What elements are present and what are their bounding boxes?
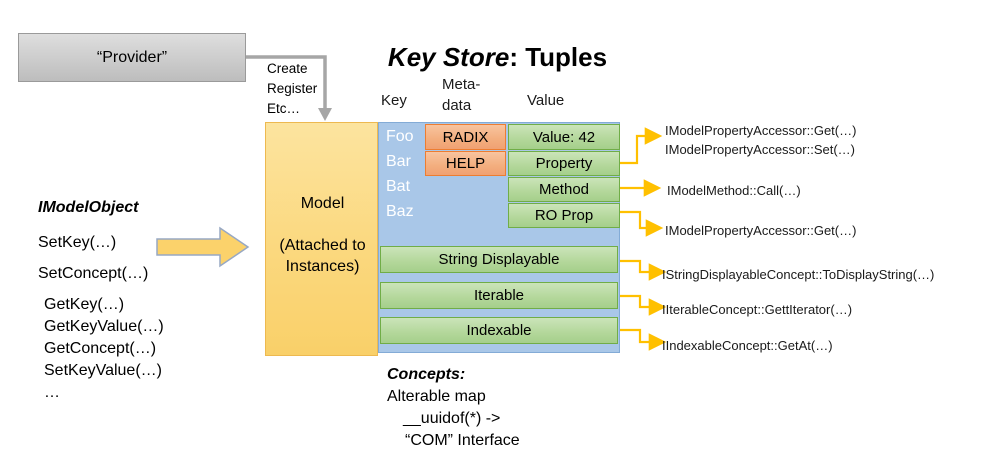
value-cell-property: Property	[508, 151, 620, 176]
value-cell-method: Method	[508, 177, 620, 202]
value-cell-value42: Value: 42	[508, 124, 620, 150]
column-header-value: Value	[527, 92, 565, 109]
diagram-title: Key Store: Tuples	[340, 42, 655, 73]
concepts-note-alterable-map: Alterable map	[387, 388, 486, 405]
method-setkeyvalue: SetKeyValue(…)	[44, 362, 162, 379]
key-foo: Foo	[386, 128, 414, 145]
metadata-cell-help: HELP	[425, 151, 506, 176]
provider-label: “Provider”	[96, 48, 168, 66]
callout-property: IModelPropertyAccessor::Get(…) IModelPro…	[665, 121, 856, 159]
provider-box: “Provider”	[18, 33, 246, 82]
model-box: Model (Attached to Instances)	[265, 122, 378, 356]
column-header-key: Key	[381, 92, 407, 109]
concept-bar-string-displayable: String Displayable	[380, 246, 618, 273]
caption-register: Register	[267, 81, 318, 96]
property-callout-arrow	[618, 127, 663, 165]
method-setconcept: SetConcept(…)	[38, 265, 149, 282]
method-ellipsis: …	[44, 384, 60, 401]
column-header-metadata: Meta- data	[442, 76, 481, 114]
title-tuples: : Tuples	[509, 42, 608, 72]
caption-etc: Etc…	[267, 101, 301, 116]
key-bat: Bat	[386, 178, 411, 195]
method-getkey: GetKey(…)	[44, 296, 125, 313]
concepts-note-title: Concepts:	[387, 366, 466, 383]
provider-arrow-caption: Create Register Etc…	[267, 59, 317, 119]
method-getconcept: GetConcept(…)	[44, 340, 157, 357]
key-bar: Bar	[386, 153, 411, 170]
callout-property-set: IModelPropertyAccessor::Set(…)	[665, 142, 856, 157]
key-baz: Baz	[386, 203, 414, 220]
callout-roprop-get: IModelPropertyAccessor::Get(…)	[665, 223, 857, 238]
callout-property-get: IModelPropertyAccessor::Get(…)	[665, 123, 857, 138]
metadata-cell-radix: RADIX	[425, 124, 506, 150]
callout-string-displayable: IStringDisplayableConcept::ToDisplayStri…	[662, 267, 935, 282]
provider-arrowhead-icon	[318, 108, 332, 121]
string-displayable-callout-arrow	[618, 259, 667, 281]
indexable-callout-arrow	[618, 328, 667, 351]
model-label: Model	[300, 195, 345, 212]
callout-iterable: IIterableConcept::GettIterator(…)	[662, 302, 853, 317]
imodelobject-title: IModelObject	[38, 199, 139, 216]
method-setkey: SetKey(…)	[38, 234, 117, 251]
caption-create: Create	[267, 61, 308, 76]
value-cell-roprop: RO Prop	[508, 203, 620, 228]
concept-bar-iterable: Iterable	[380, 282, 618, 309]
imodelobject-to-model-arrow	[156, 226, 250, 268]
roprop-callout-arrow	[618, 210, 664, 237]
title-keystore: Key Store	[387, 42, 510, 72]
concepts-note-uuidof: __uuidof(*) ->	[403, 410, 501, 427]
iterable-callout-arrow	[618, 294, 667, 316]
callout-method-call: IModelMethod::Call(…)	[667, 183, 801, 198]
callout-indexable: IIndexableConcept::GetAt(…)	[662, 338, 833, 353]
concepts-note-com-interface: “COM” Interface	[405, 432, 520, 449]
concept-bar-indexable: Indexable	[380, 317, 618, 344]
method-getkeyvalue: GetKeyValue(…)	[44, 318, 164, 335]
model-subtitle: (Attached to Instances)	[279, 237, 366, 275]
